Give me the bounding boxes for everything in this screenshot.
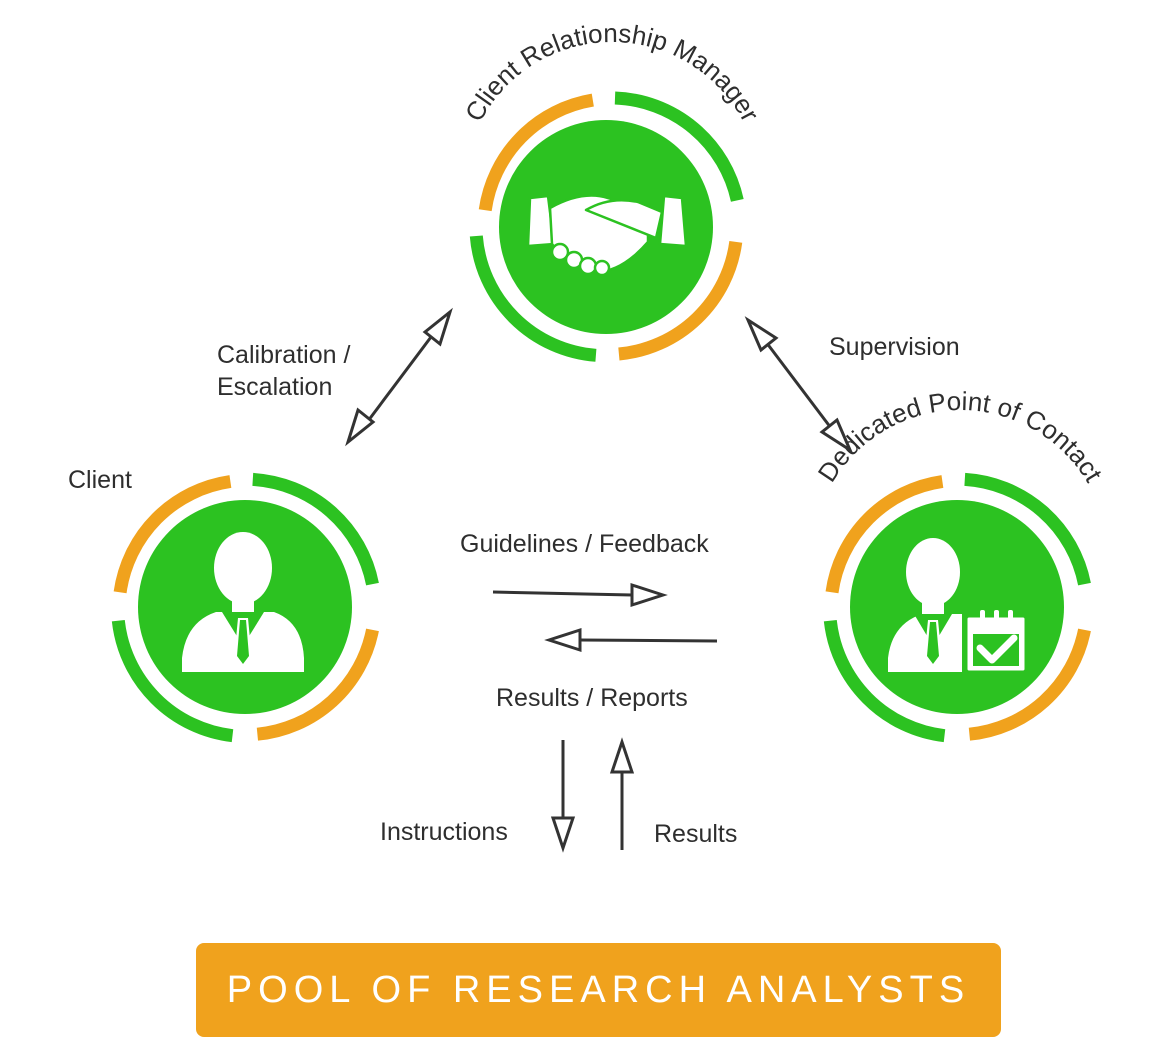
supervision-arrow bbox=[744, 316, 854, 454]
client-label: Client bbox=[68, 466, 132, 494]
results-arrow bbox=[609, 737, 635, 850]
dpoc-label: Dedicated Point of Contact bbox=[812, 386, 1109, 488]
client-node: Client bbox=[68, 466, 379, 743]
guidelines-label: Guidelines / Feedback bbox=[460, 530, 709, 558]
client-ring-arc-green-bottom bbox=[111, 619, 234, 743]
dpoc-ring-arc-green-bottom bbox=[823, 619, 946, 743]
dpoc-ring-arc-orange-right bbox=[968, 628, 1091, 741]
guidelines-arrow bbox=[492, 582, 668, 608]
dpoc-ring-arc-orange-left bbox=[825, 475, 944, 594]
calibration-label-line1: Calibration / bbox=[217, 341, 350, 369]
pool-banner: POOL OF RESEARCH ANALYSTS bbox=[196, 943, 1001, 1037]
crm-ring-arc-green-top bbox=[614, 91, 744, 202]
client-ring bbox=[111, 472, 379, 743]
dpoc-ring-arc-green-top bbox=[964, 472, 1091, 586]
dpoc-ring bbox=[823, 472, 1091, 743]
calibration-arrow bbox=[345, 307, 453, 447]
checkmark-icon bbox=[976, 634, 1018, 664]
crm-ring-arc-orange-left bbox=[478, 93, 594, 212]
client-ring-arc-orange-right bbox=[256, 628, 379, 741]
crm-ring bbox=[469, 91, 744, 362]
person-checklist-icon bbox=[888, 538, 1028, 674]
results-reports-label: Results / Reports bbox=[496, 684, 688, 712]
calibration-label-line2: Escalation bbox=[217, 373, 332, 401]
crm-ring-arc-green-bottom bbox=[469, 235, 597, 362]
results-reports-arrow bbox=[544, 627, 718, 653]
instructions-arrow bbox=[550, 740, 576, 853]
supervision-label: Supervision bbox=[829, 333, 960, 361]
client-ring-arc-green-top bbox=[252, 472, 379, 586]
client-ring-arc-orange-left bbox=[113, 475, 232, 594]
crm-ring-arc-orange-right bbox=[618, 240, 743, 361]
arrows bbox=[345, 307, 854, 853]
handshake-icon bbox=[526, 194, 688, 277]
dpoc-node: Dedicated Point of Contact bbox=[812, 386, 1109, 743]
results-label: Results bbox=[654, 820, 737, 848]
crm-node: Client Relationship Manager bbox=[459, 18, 766, 362]
crm-label: Client Relationship Manager bbox=[459, 18, 766, 127]
person-icon bbox=[182, 532, 304, 672]
dpoc-circle bbox=[850, 500, 1064, 714]
pool-label: POOL OF RESEARCH ANALYSTS bbox=[226, 968, 971, 1011]
instructions-label: Instructions bbox=[380, 818, 508, 846]
